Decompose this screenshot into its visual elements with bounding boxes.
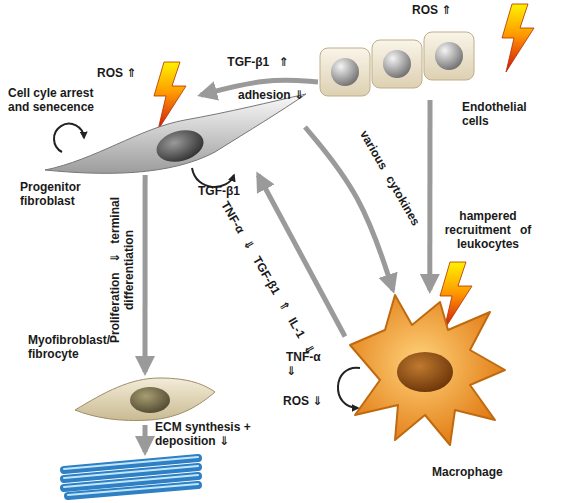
endothelial-cell [320,48,370,96]
annotation: ROS ⇑ [412,3,472,17]
annotation: ROS ⇓ [283,394,335,408]
collagen-fibre [68,485,198,496]
cell-node: Myofibroblast/ fibrocyte [75,372,215,422]
edge-label: TGF-β1 ⇑ [218,55,298,69]
ecm-fibres [64,457,198,496]
cell-node: Endothelial cells [318,28,478,100]
ecm-arrow [143,425,148,452]
edge-label: various cytokines [351,118,428,238]
cell-nucleus [130,387,170,413]
connector-arrow [258,175,345,337]
cell-nucleus [331,58,359,86]
endothelial-cell [424,32,474,80]
myofibroblast-cell [75,378,215,421]
fibre-highlight [68,484,198,495]
cell-nucleus [397,352,453,392]
cell-nucleus [383,50,411,78]
node-label: Macrophage [432,465,522,479]
cell-node: Macrophage [345,290,505,445]
endothelial-layer [320,32,474,96]
connector-arrow [143,175,148,372]
edge-label: TNF-α ⇓ TGF-β1 ⇑ IL-1 ⇓ [209,184,326,373]
node-label: Progenitor fibroblast [20,180,112,208]
edge-label: Proliferation ⇓ terminal differentiation [108,196,136,344]
node-label: Endothelial cells [462,100,544,128]
annotation: ECM synthesis + deposition ⇓ [155,420,275,448]
autocrine-loop [338,368,360,408]
annotation: Cell cyle arrest and senecence [8,86,118,114]
ros-bolt [502,4,534,72]
endothelial-cell [372,40,422,88]
macrophage-cell [350,295,505,445]
cell-nucleus [153,125,207,166]
annotation: adhesion ⇓ [238,88,318,102]
ros-bolt [154,62,186,130]
cell-nucleus [435,42,463,70]
connector-arrow [427,100,432,290]
annotation: ROS ⇑ [97,66,157,80]
edge-label: hampered recruitment of leukocytes [441,209,536,251]
autocrine-loop [54,124,84,152]
annotation: TGF-β1 [198,184,250,198]
